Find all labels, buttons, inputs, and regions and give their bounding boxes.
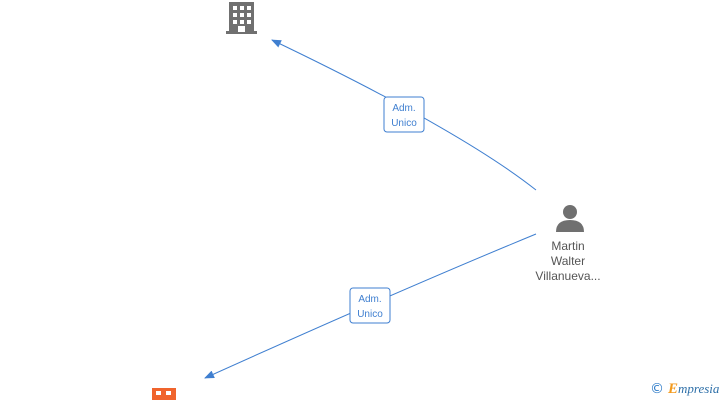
person-name-line-2: Walter — [550, 254, 586, 268]
edge-label-bottom-line-2: Unico — [357, 309, 383, 320]
edge-label-bottom-line-1: Adm. — [358, 294, 381, 305]
edge-label-top-line-2: Unico — [391, 118, 417, 129]
person-name[interactable]: Martin Walter Villanueva... — [528, 239, 608, 284]
building-icon[interactable] — [226, 2, 257, 34]
edge-label-bottom[interactable]: Adm. Unico — [349, 287, 391, 324]
watermark: © Empresia — [650, 380, 719, 398]
person-icon[interactable] — [556, 205, 584, 232]
edge-top-company — [271, 39, 537, 191]
building-icon[interactable] — [152, 388, 176, 400]
person-name-line-1: Martin — [551, 239, 585, 253]
person-name-line-3: Villanueva... — [535, 269, 601, 283]
copyright-icon: © — [650, 381, 664, 397]
brand-logo: Empresia — [668, 380, 720, 397]
edge-label-top-line-1: Adm. — [392, 103, 415, 114]
edge-label-top[interactable]: Adm. Unico — [383, 96, 425, 133]
